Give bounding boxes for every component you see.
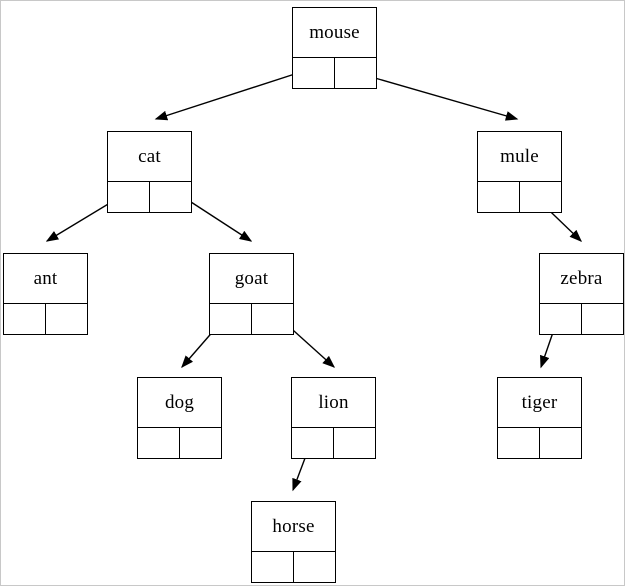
node-label: dog bbox=[138, 378, 221, 428]
right-pointer-cell bbox=[582, 304, 624, 334]
edge-mouse-right-to-mule bbox=[353, 71, 519, 121]
right-pointer-cell bbox=[252, 304, 294, 334]
node-pointer-row bbox=[478, 182, 561, 212]
left-pointer-cell bbox=[210, 304, 252, 334]
node-pointer-row bbox=[210, 304, 293, 334]
node-label: cat bbox=[108, 132, 191, 182]
right-pointer-cell bbox=[46, 304, 88, 334]
node-pointer-row bbox=[4, 304, 87, 334]
left-pointer-cell bbox=[108, 182, 150, 212]
node-label: ant bbox=[4, 254, 87, 304]
node-label: mouse bbox=[293, 8, 376, 58]
left-pointer-cell bbox=[4, 304, 46, 334]
node-label: lion bbox=[292, 378, 375, 428]
right-pointer-cell bbox=[335, 58, 377, 88]
right-pointer-cell bbox=[540, 428, 582, 458]
node-pointer-row bbox=[108, 182, 191, 212]
edge-mouse-left-to-cat bbox=[154, 71, 302, 121]
tree-node-lion[interactable]: lion bbox=[291, 377, 376, 459]
right-pointer-cell bbox=[180, 428, 222, 458]
left-pointer-cell bbox=[478, 182, 520, 212]
tree-node-goat[interactable]: goat bbox=[209, 253, 294, 335]
right-pointer-cell bbox=[294, 552, 336, 582]
tree-node-ant[interactable]: ant bbox=[3, 253, 88, 335]
left-pointer-cell bbox=[252, 552, 294, 582]
left-pointer-cell bbox=[138, 428, 180, 458]
node-pointer-row bbox=[293, 58, 376, 88]
node-label: tiger bbox=[498, 378, 581, 428]
node-pointer-row bbox=[138, 428, 221, 458]
tree-node-dog[interactable]: dog bbox=[137, 377, 222, 459]
node-label: zebra bbox=[540, 254, 623, 304]
right-pointer-cell bbox=[520, 182, 562, 212]
tree-node-tiger[interactable]: tiger bbox=[497, 377, 582, 459]
left-pointer-cell bbox=[293, 58, 335, 88]
left-pointer-cell bbox=[292, 428, 334, 458]
node-pointer-row bbox=[540, 304, 623, 334]
tree-node-cat[interactable]: cat bbox=[107, 131, 192, 213]
node-label: horse bbox=[252, 502, 335, 552]
node-label: goat bbox=[210, 254, 293, 304]
right-pointer-cell bbox=[334, 428, 376, 458]
tree-node-horse[interactable]: horse bbox=[251, 501, 336, 583]
tree-node-mouse[interactable]: mouse bbox=[292, 7, 377, 89]
left-pointer-cell bbox=[540, 304, 582, 334]
node-pointer-row bbox=[498, 428, 581, 458]
node-pointer-row bbox=[292, 428, 375, 458]
tree-node-mule[interactable]: mule bbox=[477, 131, 562, 213]
left-pointer-cell bbox=[498, 428, 540, 458]
node-label: mule bbox=[478, 132, 561, 182]
tree-node-zebra[interactable]: zebra bbox=[539, 253, 624, 335]
right-pointer-cell bbox=[150, 182, 192, 212]
node-pointer-row bbox=[252, 552, 335, 582]
